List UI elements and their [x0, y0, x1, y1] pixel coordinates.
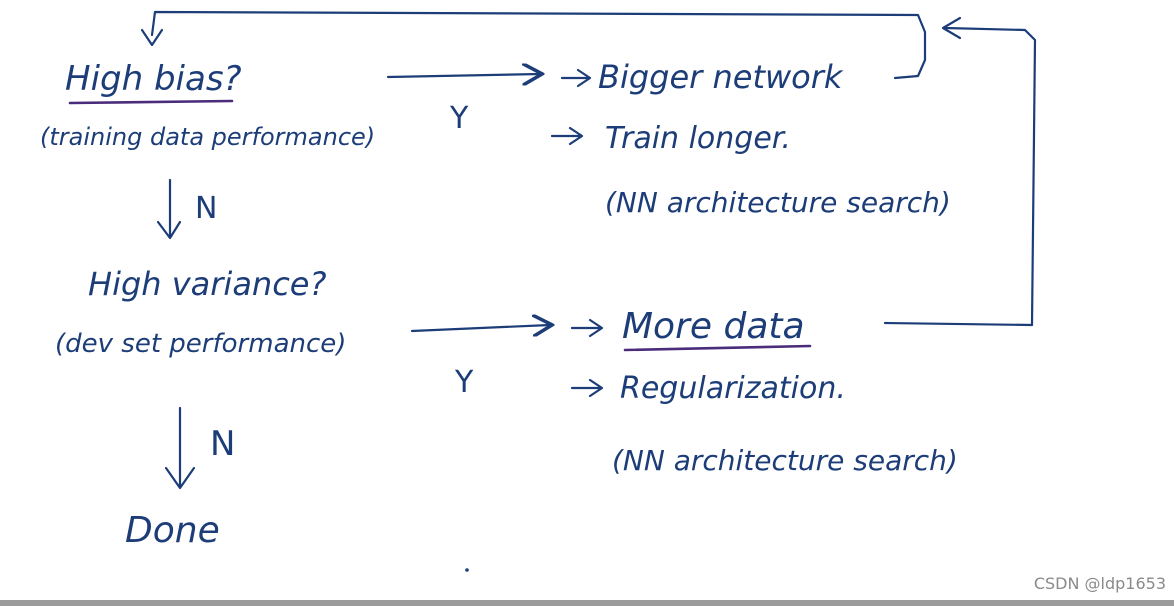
node-high-bias: High bias? — [65, 59, 242, 99]
edge-variance-yes-arrow — [410, 325, 550, 331]
variance-fix-regularization: Regularization. — [620, 371, 846, 406]
edge-variance-yes-label: Y — [454, 365, 474, 400]
edge-variance-no-label: N — [210, 424, 235, 464]
bullet-arrow-icon — [570, 318, 604, 338]
node-done: Done — [125, 510, 220, 551]
node-high-bias-note: (training data performance) — [40, 123, 375, 151]
loop-arrow-variance — [883, 26, 1037, 327]
edge-bias-yes-label: Y — [449, 101, 469, 136]
edge-bias-no-label: N — [195, 191, 217, 226]
bias-fix-bigger-network: Bigger network — [598, 58, 844, 96]
bullet-arrow-icon — [560, 68, 592, 88]
bullet-arrow-icon — [550, 126, 584, 146]
edge-variance-no-arrow — [164, 406, 196, 490]
loop-arrow-bias — [150, 10, 927, 80]
variance-fix-nn-search: (NN architecture search) — [612, 444, 958, 477]
csdn-watermark: CSDN @ldp1653 — [1033, 574, 1166, 593]
node-high-variance: High variance? — [88, 265, 326, 303]
variance-fix-more-data: More data — [622, 306, 805, 347]
bias-fix-nn-search: (NN architecture search) — [605, 186, 951, 219]
edge-bias-yes-arrow — [386, 74, 540, 77]
underline-more-data — [623, 344, 812, 352]
underline-high-bias — [68, 99, 234, 105]
bullet-arrow-icon — [570, 378, 604, 398]
bias-fix-train-longer: Train longer. — [605, 121, 791, 156]
bottom-scroll-bar[interactable] — [0, 600, 1174, 606]
edge-bias-no-arrow — [156, 178, 182, 240]
stray-dot — [465, 568, 469, 572]
loop-arrowhead-bias-icon — [140, 28, 164, 47]
loop-arrowhead-variance-icon — [941, 16, 962, 40]
node-high-variance-note: (dev set performance) — [55, 329, 346, 359]
